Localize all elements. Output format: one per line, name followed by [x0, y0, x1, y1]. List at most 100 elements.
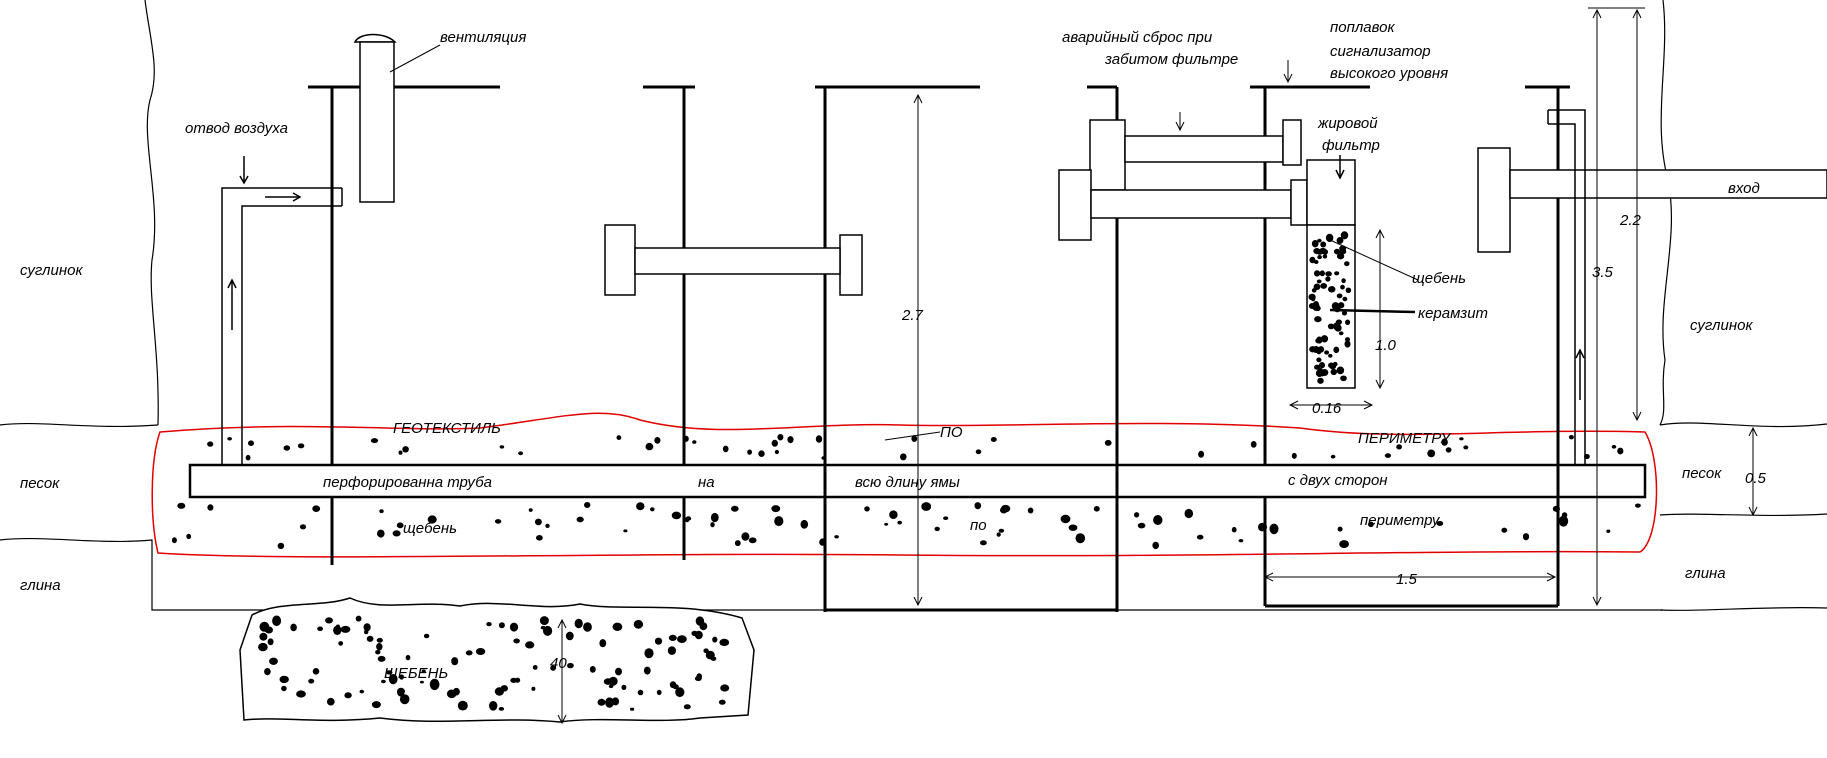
gravel-stone — [675, 687, 685, 698]
gravel-stone — [486, 622, 492, 627]
gravel-stone — [1328, 362, 1335, 369]
dim-sand-layer: 0.5 — [1745, 470, 1767, 487]
gravel-stone — [1635, 503, 1641, 508]
gravel-stone — [1330, 454, 1336, 459]
gravel-stone — [340, 625, 351, 633]
gravel-stone — [1311, 240, 1319, 248]
gravel-stone — [528, 508, 533, 512]
gravel-stone — [616, 435, 622, 440]
gravel-stone — [1320, 282, 1328, 289]
gravel-stone — [1153, 515, 1163, 525]
gravel-stone — [1322, 249, 1329, 255]
gravel-stone — [509, 622, 519, 632]
gravel-stone — [668, 634, 677, 642]
label-emergency-1: аварийный сброс при — [1062, 29, 1213, 46]
gravel-stone — [366, 635, 374, 642]
gravel-stone — [1250, 441, 1257, 448]
label-gravel-pit: ЩЕБЕНЬ — [384, 665, 448, 682]
gravel-stone — [532, 665, 538, 670]
gravel-stone — [731, 505, 739, 512]
label-gravel-filter: щебень — [1412, 270, 1466, 287]
gravel-stone — [637, 689, 644, 696]
gravel-stone — [1436, 521, 1444, 526]
gravel-stone — [269, 657, 278, 665]
gravel-stone — [654, 637, 663, 645]
gravel-stone — [975, 449, 982, 455]
gravel-stone — [1344, 340, 1351, 348]
gravel-stone — [1561, 512, 1568, 518]
label-along: ПО — [940, 424, 963, 441]
label-ventilation: вентиляция — [440, 29, 526, 46]
gravel-stone — [312, 505, 321, 512]
gravel-stone — [550, 665, 556, 671]
gravel-stone — [499, 445, 505, 449]
gravel-stone — [370, 438, 379, 444]
transfer-pipes-2 — [1058, 119, 1302, 241]
gravel-stone — [608, 684, 614, 689]
gravel-stone — [645, 442, 654, 451]
gravel-stone — [613, 625, 620, 630]
gravel-stone — [379, 509, 384, 514]
gravel-stone — [1344, 261, 1350, 267]
gravel-stone — [359, 689, 365, 694]
gravel-stone — [427, 515, 437, 524]
gravel-stone — [694, 676, 702, 682]
gravel-stone — [699, 622, 708, 631]
gravel-stone — [207, 504, 214, 511]
gravel-stone — [1269, 523, 1279, 535]
gravel-stone — [1345, 287, 1352, 294]
gravel-stone — [597, 698, 606, 706]
labels: суглинок суглинок песок песок глина глин… — [20, 19, 1767, 682]
gravel-stone — [325, 617, 333, 624]
gravel-stone — [1315, 338, 1322, 344]
gravel-stone — [344, 692, 352, 699]
gravel-stone — [677, 635, 687, 643]
label-perimeter-lower: периметру — [1360, 512, 1441, 529]
gravel-stone — [998, 528, 1005, 533]
gravel-stone — [771, 505, 781, 513]
gravel-stone — [1617, 447, 1624, 455]
gravel-stone — [741, 532, 750, 541]
gravel-stone — [718, 699, 726, 705]
gravel-stone — [1333, 248, 1341, 255]
gravel-stone — [377, 529, 385, 538]
gravel-stone — [531, 686, 536, 691]
gravel-stone — [375, 650, 381, 655]
gravel-stone — [283, 445, 291, 451]
gravel-stone — [1316, 279, 1322, 284]
gravel-stone — [943, 516, 949, 520]
gravel-stone — [1463, 445, 1469, 450]
gravel-stone — [630, 707, 635, 711]
gravel-stone — [1331, 302, 1340, 310]
gravel-stone — [710, 512, 719, 523]
dim-inlet-depth: 2.2 — [1619, 212, 1642, 229]
gravel-stone — [1427, 449, 1436, 458]
gravel-stone — [308, 678, 315, 684]
gravel-stone — [800, 519, 809, 529]
gravel-stone — [494, 687, 504, 696]
gravel-stone — [363, 623, 371, 632]
gravel-stone — [513, 638, 520, 644]
gravel-stone — [405, 654, 411, 661]
gravel-stone — [494, 519, 502, 524]
gravel-stone — [980, 540, 987, 546]
gravel-stone — [1459, 437, 1464, 441]
gravel-stone — [399, 694, 410, 705]
gravel-stone — [1027, 507, 1034, 514]
gravel-stone — [258, 642, 268, 652]
gravel-stone — [1336, 366, 1345, 375]
label-float-3: высокого уровня — [1330, 65, 1448, 82]
gravel-stone — [1238, 539, 1244, 543]
gravel-stone — [446, 689, 457, 699]
gravel-stone — [186, 533, 192, 540]
gravel-stone — [1317, 255, 1322, 260]
gravel-stone — [1313, 270, 1321, 277]
gravel-stone — [312, 668, 320, 675]
gravel-stone — [574, 618, 583, 629]
gravel-stone — [371, 701, 381, 709]
gravel-stone — [1325, 271, 1332, 277]
gravel-stone — [1315, 348, 1322, 353]
gravel-stone — [758, 450, 765, 458]
gravel-stone — [1441, 438, 1448, 446]
gravel-stone — [774, 449, 780, 455]
